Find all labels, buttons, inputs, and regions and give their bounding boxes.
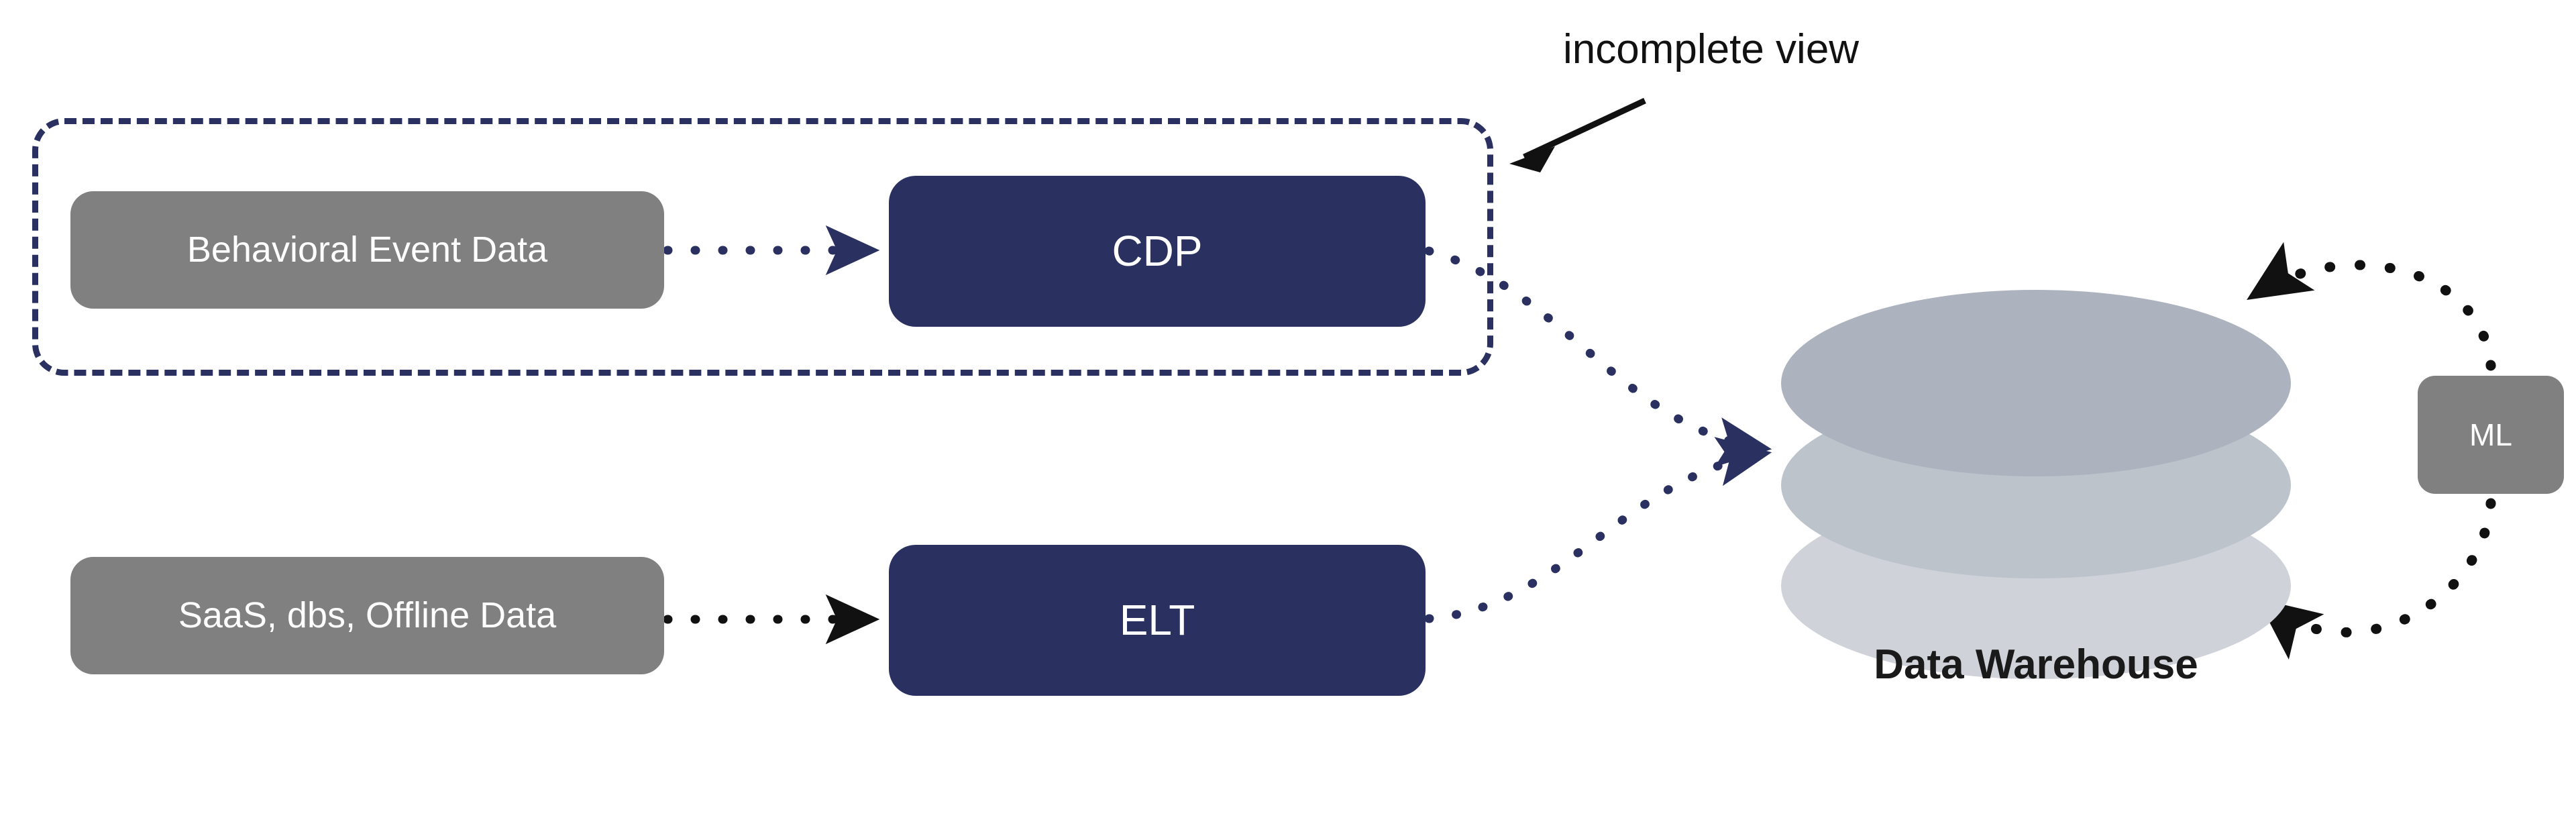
node-elt[interactable]: ELT [889, 545, 1426, 696]
edge-ml-to-warehouse [2257, 498, 2496, 660]
incomplete-view-annotation-label: incomplete view [1563, 26, 1860, 72]
node-data-warehouse[interactable] [1781, 290, 2291, 679]
incomplete-view-group-boundary [32, 118, 1493, 376]
data-warehouse-label: Data Warehouse [1874, 641, 2198, 688]
node-saas-dbs-offline-data[interactable]: SaaS, dbs, Offline Data [70, 557, 664, 674]
node-cdp[interactable]: CDP [889, 176, 1426, 327]
node-behavioral-event-data[interactable]: Behavioral Event Data [70, 191, 664, 309]
edge-elt-to-warehouse [1424, 437, 1772, 623]
warehouse-disc-top [1781, 290, 2291, 476]
node-ml[interactable]: ML [2418, 376, 2564, 494]
incomplete-view-arrow-icon [1509, 97, 1646, 172]
